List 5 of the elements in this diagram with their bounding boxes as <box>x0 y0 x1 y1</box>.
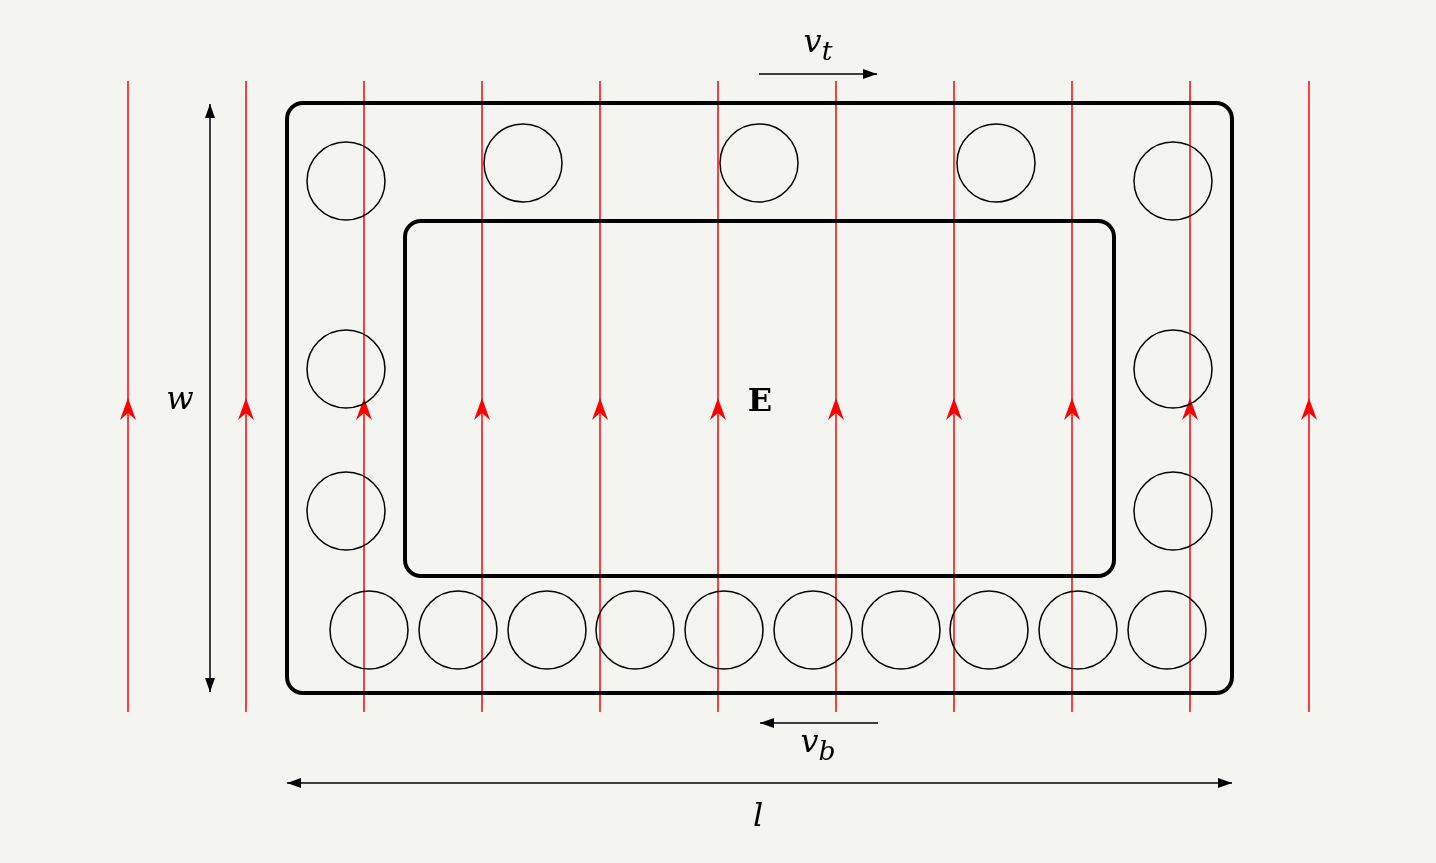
width-label: w <box>166 382 194 414</box>
length-label: l <box>752 799 764 831</box>
field-label: E <box>747 384 773 416</box>
velocity-label: v$_{b}$ <box>800 725 836 765</box>
velocity-label: v$_{t}$ <box>803 25 833 65</box>
